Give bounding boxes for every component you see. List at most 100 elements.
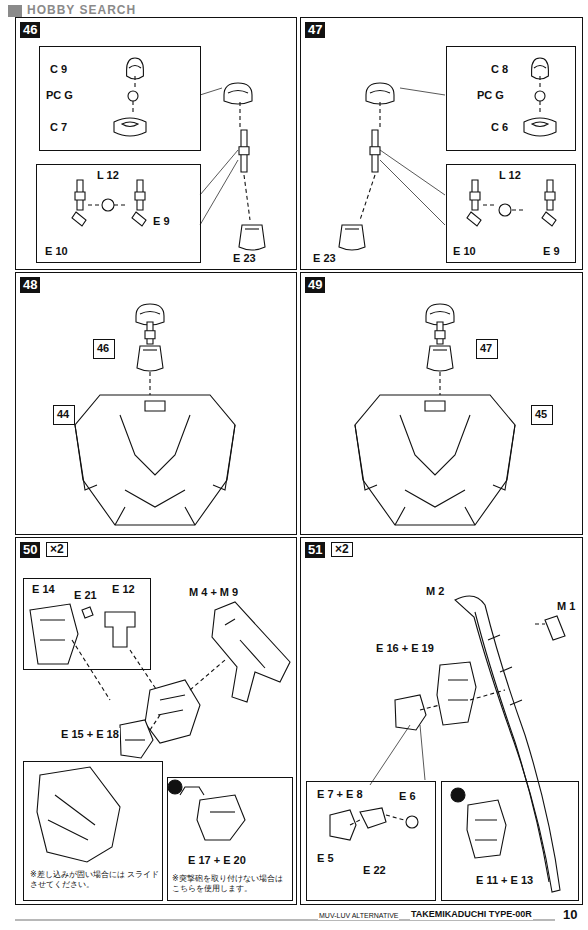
part-label: PC G: [46, 89, 73, 101]
leader-line: [420, 725, 425, 780]
assembly-guide: [72, 640, 110, 700]
part-outline: [524, 118, 556, 136]
part-label: C 6: [491, 121, 508, 133]
part-outline: [213, 425, 235, 490]
detail-inset: ※差し込みが固い場合には スライドさせてください。: [23, 761, 163, 901]
part-outline: [125, 739, 145, 740]
part-outline: [40, 620, 65, 640]
part-outline: [120, 415, 190, 475]
part-outline: [122, 122, 138, 127]
part-outline: [225, 619, 265, 668]
poly-cap: [128, 91, 138, 101]
step-panel: 46C 9PC GC 7L 12E 10E 9: [15, 17, 297, 270]
leader-line: [380, 160, 445, 225]
assembly-guide: [512, 209, 524, 210]
step-ref-number: 46: [97, 342, 109, 354]
part-outline: [360, 808, 386, 828]
part-label: E 11 + E 13: [476, 874, 533, 886]
assembly-guide: [350, 820, 360, 825]
leader-line: [380, 150, 445, 195]
part-outline: [448, 680, 468, 700]
step-number: 47: [305, 22, 325, 38]
part-outline: [197, 795, 245, 840]
assembly-guide: [132, 101, 133, 114]
assembly-guide: [379, 102, 380, 128]
option-mark: [451, 788, 465, 802]
part-label: E 6: [399, 790, 416, 802]
part-label: E 7 + E 8: [317, 788, 363, 800]
part-outline: [395, 695, 426, 730]
part-outline: [455, 596, 560, 892]
detail-inset: E 14E 21E 12: [23, 578, 151, 670]
watermark-logo: [8, 5, 22, 17]
part-outline: [135, 192, 145, 200]
assembly-guide: [470, 690, 505, 700]
subassembly-ref: 47: [476, 339, 498, 359]
part-outline: [75, 192, 85, 200]
part-outline: [75, 395, 235, 525]
part-outline: [405, 490, 465, 507]
step-number: 50: [20, 542, 40, 558]
part-outline: [120, 720, 153, 758]
part-outline: [532, 58, 549, 79]
part-label: E 23: [312, 252, 337, 264]
assembly-guide: [190, 660, 225, 690]
part-outline: [125, 490, 185, 507]
leader-line: [370, 725, 410, 785]
part-label: E 9: [543, 245, 560, 257]
part-label: E 23: [232, 252, 257, 264]
step-number: 51: [305, 542, 325, 558]
part-outline: [330, 810, 356, 840]
part-outline: [212, 602, 290, 702]
part-label: C 8: [491, 63, 508, 75]
part-outline: [425, 401, 445, 411]
leader-line: [200, 160, 238, 225]
part-outline: [48, 795, 95, 840]
part-outline: [433, 349, 447, 350]
part-label: E 15 + E 18: [60, 728, 120, 740]
part-label: C 9: [50, 63, 67, 75]
part-outline: [132, 212, 146, 226]
assembly-guide: [114, 204, 128, 205]
assembly-guide: [420, 705, 440, 710]
part-outline: [210, 811, 235, 812]
part-label: E 22: [363, 864, 386, 876]
part-outline: [545, 616, 565, 640]
step-number: 46: [20, 22, 40, 38]
part-outline: [75, 425, 97, 490]
assembly-guide: [150, 715, 160, 730]
subassembly-ref: 46: [93, 339, 115, 359]
part-outline: [105, 612, 135, 647]
part-outline: [137, 346, 163, 371]
part-outline: [127, 58, 144, 79]
leader-line: [200, 150, 238, 195]
part-label: E 10: [45, 245, 68, 257]
step-number: 49: [305, 277, 325, 293]
part-outline: [72, 212, 86, 226]
part-outline: [435, 331, 445, 339]
assembly-guide: [483, 204, 496, 205]
option-mark: [168, 780, 182, 794]
leader-line: [400, 88, 445, 95]
poly-cap: [102, 199, 114, 211]
part-label: E 16 + E 19: [375, 642, 435, 654]
part-outline: [339, 225, 365, 250]
watermark: HOBBY SEARCH: [26, 4, 137, 17]
part-outline: [37, 767, 120, 862]
assembly-guide: [134, 76, 135, 88]
part-label: E 9: [153, 215, 170, 227]
part-outline: [140, 312, 160, 315]
assembly-guide: [539, 76, 540, 88]
part-outline: [542, 212, 556, 226]
part-outline: [532, 122, 548, 127]
part-outline: [158, 695, 185, 715]
part-outline: [430, 312, 450, 315]
part-outline: [470, 192, 480, 200]
part-outline: [467, 800, 506, 858]
part-outline: [370, 147, 380, 155]
assembly-guide: [386, 815, 404, 820]
step-ref-number: 45: [535, 408, 547, 420]
part-outline: [437, 662, 476, 725]
